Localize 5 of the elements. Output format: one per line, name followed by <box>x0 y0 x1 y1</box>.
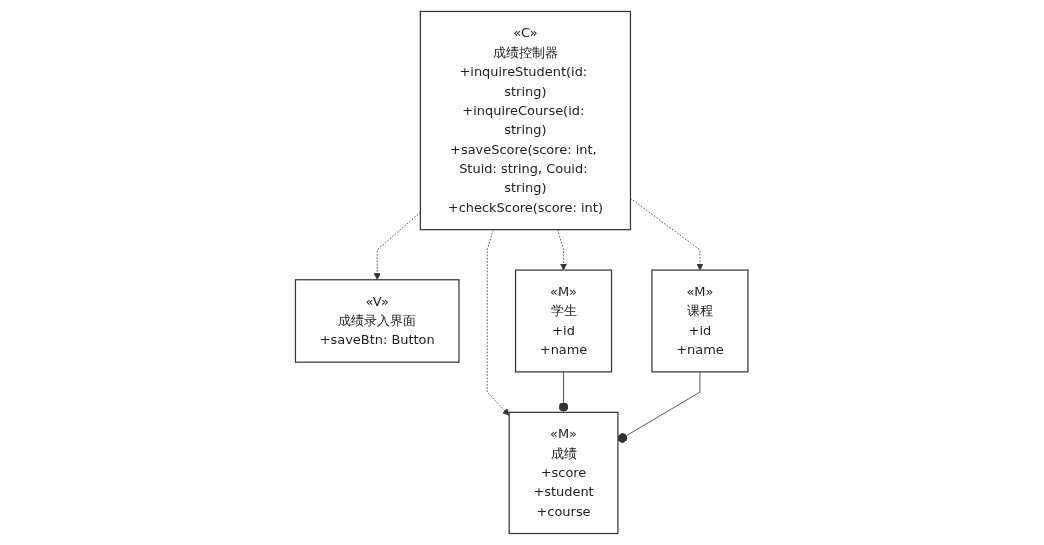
node-box: «M» 成绩 +score +student +course <box>508 411 619 535</box>
node-box: «C» 成绩控制器 +inquireStudent(id: string) +inquireCourse(id: string) +saveScore(score: int, Stuid: string, Couid: string) +checkScore(score: int) <box>420 10 632 231</box>
node-box: «M» 学生 +id +name <box>515 269 613 373</box>
node-box: «V» 成绩录入界面 +saveBtn: Button <box>295 279 460 363</box>
node-box: «M» 课程 +id +name <box>651 269 749 373</box>
